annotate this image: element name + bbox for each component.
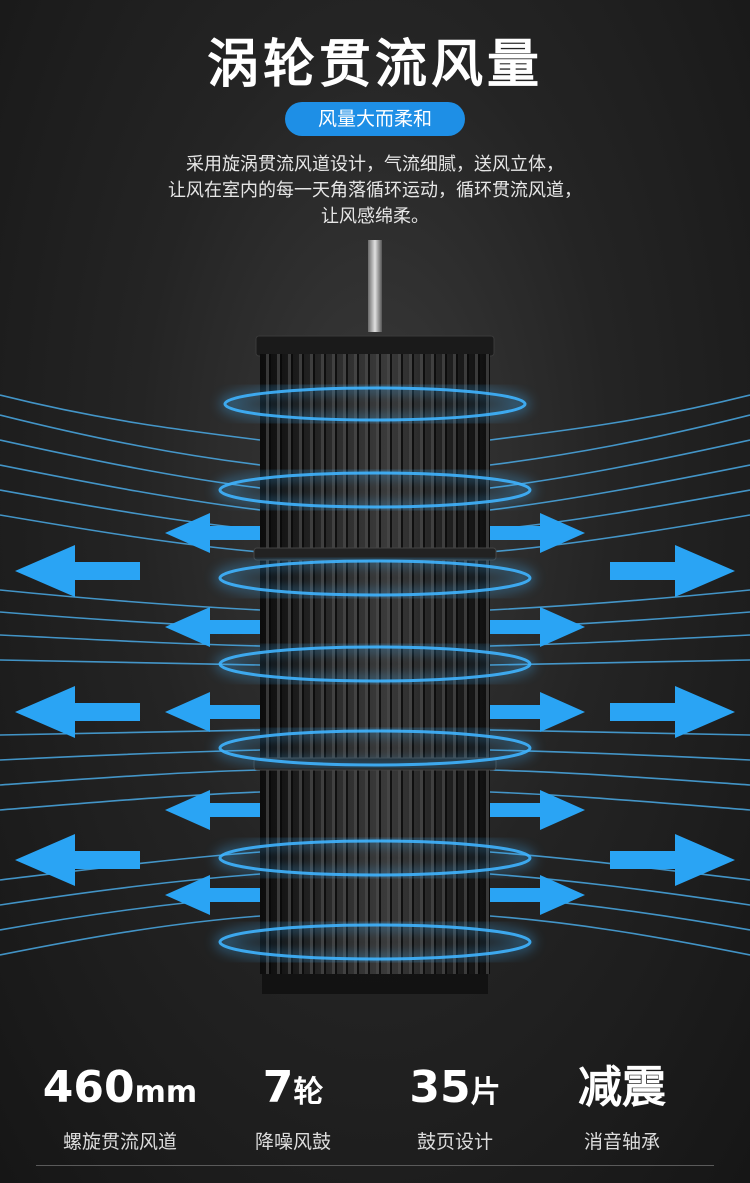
arrow-left-icon (165, 875, 260, 915)
arrow-left-icon (15, 545, 140, 597)
description-line: 让风在室内的每一天角落循环运动，循环贯流风道， (168, 180, 582, 201)
fan-top-cap (255, 335, 495, 357)
stat-value: 460 (42, 1062, 135, 1113)
stat-value: 7 (262, 1062, 294, 1113)
stat-bearing: 减震 消音轴承 (527, 1060, 717, 1154)
description: 采用旋涡贯流风道设计，气流细腻，送风立体， 让风在室内的每一天角落循环运动，循环… (60, 152, 690, 230)
stat-value: 35 (409, 1062, 471, 1113)
stat-unit: mm (134, 1075, 198, 1110)
arrow-left-icon (15, 834, 140, 886)
stat-label: 消音轴承 (583, 1131, 660, 1153)
stat-label: 螺旋贯流风道 (62, 1131, 177, 1153)
description-line: 让风感绵柔。 (321, 206, 429, 227)
arrow-right-icon (610, 545, 735, 597)
fan-shaft (368, 240, 382, 332)
arrow-left-icon (165, 790, 260, 830)
airflow-arrows-right (490, 513, 735, 915)
arrow-right-icon (490, 513, 585, 553)
airflow-rings (215, 383, 535, 964)
arrow-right-icon (490, 875, 585, 915)
stat-unit: 轮 (293, 1075, 324, 1110)
arrow-left-icon (15, 686, 140, 738)
stat-label: 降噪风鼓 (254, 1131, 331, 1153)
arrow-right-icon (490, 692, 585, 732)
arrow-left-icon (165, 692, 260, 732)
arrow-left-icon (165, 607, 260, 647)
arrow-right-icon (490, 790, 585, 830)
fan-bottom (262, 974, 488, 994)
spec-stats: 460mm 螺旋贯流风道 7轮 降噪风鼓 35片 鼓页设计 减震 消音轴承 (0, 1060, 750, 1160)
stat-value: 减震 (578, 1062, 666, 1113)
arrow-right-icon (610, 686, 735, 738)
description-line: 采用旋涡贯流风道设计，气流细腻，送风立体， (186, 154, 564, 175)
arrow-right-icon (610, 834, 735, 886)
stat-unit: 片 (470, 1075, 501, 1110)
arrow-right-icon (490, 607, 585, 647)
divider (36, 1165, 714, 1166)
airflow-lines-right (489, 394, 750, 956)
feature-badge: 风量大而柔和 (285, 102, 465, 136)
stat-label: 鼓页设计 (416, 1131, 493, 1153)
stat-blade-count: 35片 鼓页设计 (360, 1060, 550, 1154)
arrow-left-icon (165, 513, 260, 553)
stat-channel-length: 460mm 螺旋贯流风道 (25, 1060, 215, 1154)
airflow-arrows-left (15, 513, 260, 915)
page-title: 涡轮贯流风量 (206, 35, 543, 95)
stat-drum-count: 7轮 降噪风鼓 (198, 1060, 388, 1154)
airflow-lines-left (0, 394, 261, 956)
